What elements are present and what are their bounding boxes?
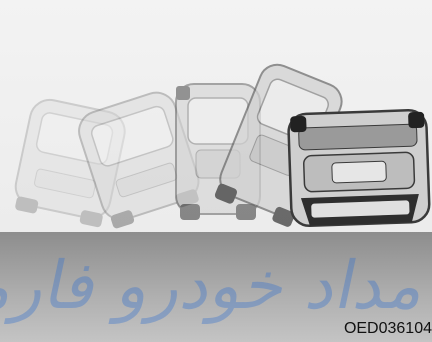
- figure-code: OED036104: [344, 320, 432, 338]
- car-silhouette-final: [288, 110, 430, 227]
